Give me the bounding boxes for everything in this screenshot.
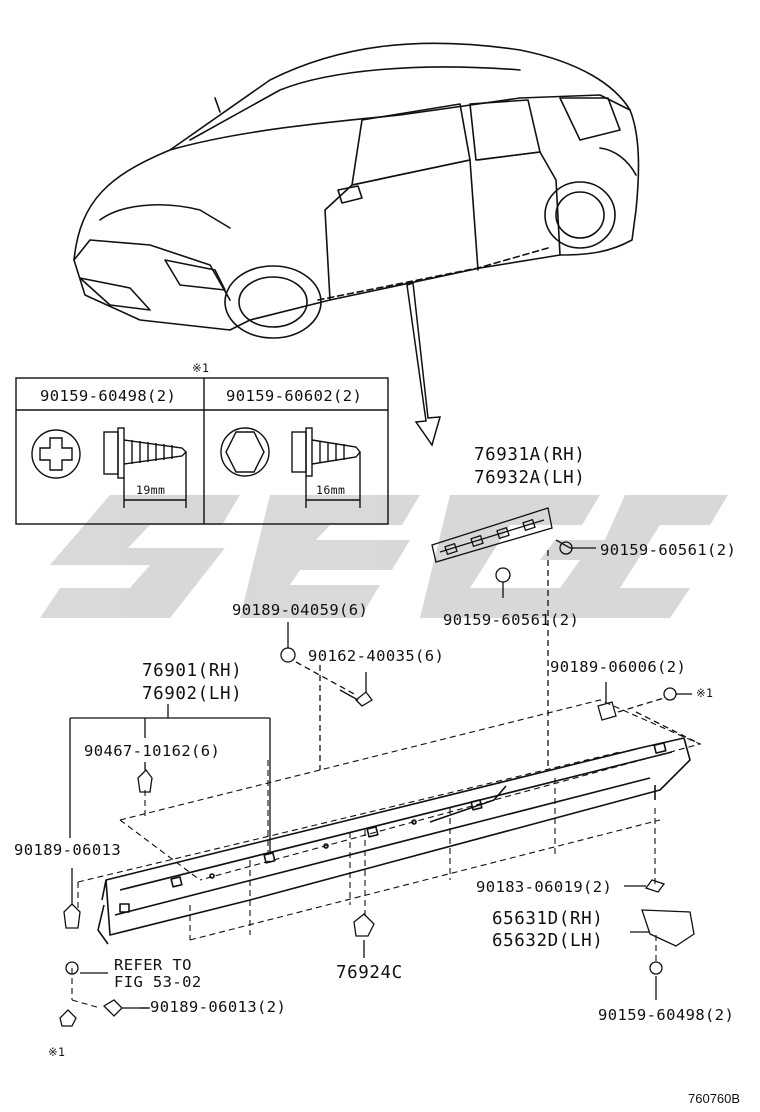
- ref-mark-top: ※1: [696, 686, 714, 700]
- part-label-clip-06013-2[interactable]: 90189-06013(2): [150, 998, 287, 1016]
- part-label-sill-lh[interactable]: 76902(LH): [142, 684, 243, 704]
- clips: [59, 769, 695, 1027]
- refer-to-line2[interactable]: FIG 53-02: [114, 973, 202, 991]
- part-label-clip-10162[interactable]: 90467-10162(6): [84, 742, 221, 760]
- inset-part-number-left[interactable]: 90159-60498(2): [40, 387, 177, 405]
- part-label-screw-60498[interactable]: 90159-60498(2): [598, 1006, 735, 1024]
- part-label-screw-60561-a[interactable]: 90159-60561(2): [600, 541, 737, 559]
- inset-ref-mark: ※1: [192, 361, 210, 375]
- part-label-clip-06013[interactable]: 90189-06013: [14, 841, 122, 859]
- part-label-deflector-lh[interactable]: 76932A(LH): [474, 468, 586, 488]
- part-label-nut-06006[interactable]: 90189-06006(2): [550, 658, 687, 676]
- diagram-code: 760760B: [688, 1091, 741, 1106]
- vehicle-illustration: [73, 42, 640, 339]
- inset-part-number-right[interactable]: 90159-60602(2): [226, 387, 363, 405]
- part-label-clip-76924[interactable]: 76924C: [336, 963, 403, 983]
- ref-mark-bottom: ※1: [48, 1045, 66, 1059]
- deflector-part: [431, 507, 596, 770]
- watermark-logo: [40, 495, 728, 618]
- part-label-clip-06019[interactable]: 90183-06019(2): [476, 878, 613, 896]
- part-label-sill-rh[interactable]: 76901(RH): [142, 661, 243, 681]
- part-label-bracket-lh[interactable]: 65632D(LH): [492, 931, 604, 951]
- fastener-group-upper: [280, 625, 373, 770]
- alignment-lines: [71, 699, 702, 1009]
- refer-to-line1: REFER TO: [114, 956, 192, 974]
- inset-dimension-left: 19mm: [136, 483, 166, 497]
- inset-dimension-right: 16mm: [316, 483, 346, 497]
- part-label-nut-04059[interactable]: 90189-04059(6): [232, 601, 369, 619]
- label-leaders: [69, 622, 289, 852]
- part-label-bracket-rh[interactable]: 65631D(RH): [492, 909, 604, 929]
- part-label-screw-60561-b[interactable]: 90159-60561(2): [443, 611, 580, 629]
- part-label-bolt-40035[interactable]: 90162-40035(6): [308, 647, 445, 665]
- direction-arrow: [406, 281, 442, 447]
- part-label-deflector-rh[interactable]: 76931A(RH): [474, 445, 586, 465]
- inset-box: [15, 377, 389, 525]
- fastener-group-right: [597, 682, 701, 745]
